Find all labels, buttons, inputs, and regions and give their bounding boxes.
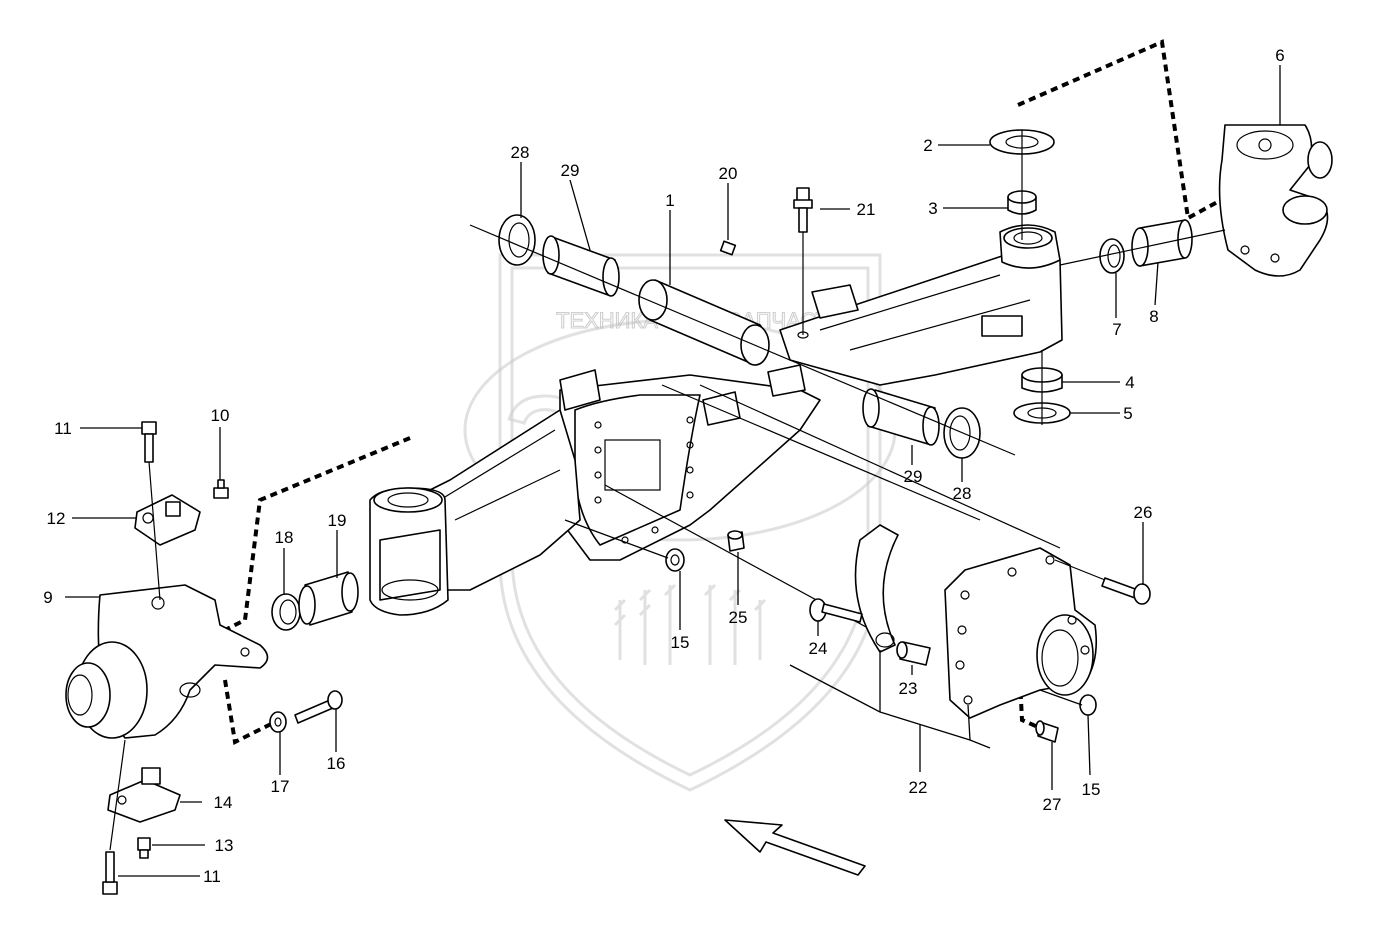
callout-22: 22 xyxy=(909,778,928,797)
wheat-icon xyxy=(613,583,767,665)
bearing-cap-half xyxy=(854,524,899,653)
callout-15-center: 15 xyxy=(671,633,690,652)
grease-nipple-10 xyxy=(213,479,229,499)
callout-9: 9 xyxy=(43,588,52,607)
bolt-16 xyxy=(294,690,343,724)
callout-6: 6 xyxy=(1275,46,1284,65)
lower-cap-14 xyxy=(107,767,181,823)
bolt-26 xyxy=(1101,577,1151,605)
trunnion-bush-left xyxy=(542,235,620,297)
direction-arrow xyxy=(724,819,866,876)
dowel-27 xyxy=(1035,720,1059,743)
callout-24: 24 xyxy=(809,639,828,658)
hub-housing xyxy=(944,547,1098,719)
callout-2: 2 xyxy=(923,136,932,155)
callout-3: 3 xyxy=(928,199,937,218)
axle-housing xyxy=(369,224,1063,616)
grease-nipple-13 xyxy=(137,837,151,859)
nut-15-right xyxy=(1079,694,1097,716)
callout-29-bottom: 29 xyxy=(904,467,923,486)
steering-knuckle-left xyxy=(65,584,269,739)
callout-11-top: 11 xyxy=(54,419,72,438)
callout-labels: 28 29 1 20 21 2 3 4 5 6 7 8 29 28 9 11 1… xyxy=(43,46,1284,886)
seal-7 xyxy=(1099,238,1125,274)
spacer-25 xyxy=(727,530,745,552)
callout-16: 16 xyxy=(327,754,346,773)
cap-plate-12 xyxy=(134,494,201,546)
callout-20: 20 xyxy=(719,164,738,183)
callout-26: 26 xyxy=(1134,503,1153,522)
callout-28-top: 28 xyxy=(511,143,530,162)
bolt-24 xyxy=(809,598,863,623)
callout-29-top: 29 xyxy=(561,161,580,180)
callout-17: 17 xyxy=(271,777,290,796)
callout-13: 13 xyxy=(215,836,234,855)
bush-19 xyxy=(298,571,359,626)
callout-21: 21 xyxy=(857,200,876,219)
callout-12: 12 xyxy=(47,509,66,528)
callout-8: 8 xyxy=(1149,307,1158,326)
callout-25: 25 xyxy=(729,608,748,627)
callout-28-bottom: 28 xyxy=(953,484,972,503)
callout-11-bottom: 11 xyxy=(203,867,221,886)
callout-10: 10 xyxy=(211,406,230,425)
callout-18: 18 xyxy=(275,528,294,547)
trunnion-bush-right xyxy=(862,388,940,446)
leader-lines xyxy=(65,65,1281,877)
callout-14: 14 xyxy=(214,793,233,812)
callout-1: 1 xyxy=(665,191,674,210)
nut-15-center xyxy=(665,548,685,572)
grease-nipple-20 xyxy=(719,240,737,256)
bolt-11-top xyxy=(141,421,157,463)
seal-ring-left xyxy=(498,214,536,266)
callout-4: 4 xyxy=(1125,373,1134,392)
seal-18 xyxy=(271,593,301,631)
callout-23: 23 xyxy=(899,679,918,698)
washer-17 xyxy=(269,711,287,733)
callout-7: 7 xyxy=(1112,320,1121,339)
dowel-23 xyxy=(896,641,931,666)
bolt-21 xyxy=(793,187,813,233)
callout-27: 27 xyxy=(1043,795,1062,814)
callout-15-right: 15 xyxy=(1082,780,1101,799)
callout-19: 19 xyxy=(328,511,347,530)
callout-5: 5 xyxy=(1123,404,1132,423)
bolt-11-bottom xyxy=(102,851,118,895)
steering-knuckle-right xyxy=(1218,124,1333,277)
